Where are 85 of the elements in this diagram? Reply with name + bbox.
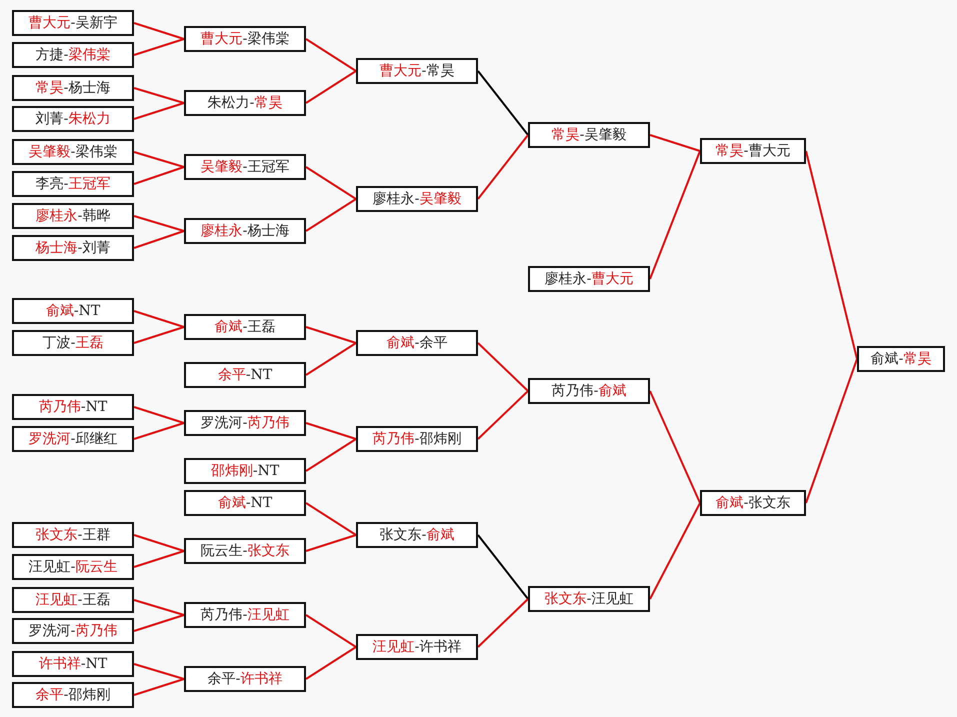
connector-line <box>477 598 529 648</box>
connector-line <box>134 166 184 185</box>
connector-line <box>650 134 700 152</box>
connector-line <box>477 70 529 136</box>
connector-line <box>305 166 357 200</box>
connector-line <box>649 502 701 600</box>
match-box: 曹大元-吴新宇 <box>12 10 134 36</box>
match-box: 杨士海-刘菁 <box>12 235 134 261</box>
match-box: 芮乃伟-汪见虹 <box>184 602 306 628</box>
connector-line <box>134 310 184 328</box>
connector-line <box>477 390 529 440</box>
match-box: 汪见虹-王磊 <box>12 587 134 613</box>
connector-line <box>305 38 357 72</box>
connector-line <box>649 390 701 504</box>
match-box: 芮乃伟-NT <box>12 394 134 420</box>
connector-line <box>134 230 184 249</box>
match-box: 廖桂永-杨士海 <box>184 218 306 244</box>
connector-line <box>305 438 357 472</box>
match-box: 余平-许书祥 <box>184 666 306 692</box>
match-box: 许书祥-NT <box>12 651 134 677</box>
connector-line <box>134 406 184 424</box>
connector-line <box>134 663 184 680</box>
connector-line <box>305 70 357 104</box>
match-box: 俞斌-王磊 <box>184 314 306 340</box>
match-box: 常昊-吴肇毅 <box>528 122 650 148</box>
connector-line <box>805 358 858 504</box>
match-box: 阮云生-张文东 <box>184 538 306 564</box>
connector-line <box>134 614 184 632</box>
connector-line <box>306 422 356 440</box>
match-box: 邵炜刚-NT <box>184 458 306 484</box>
match-box: 罗洗河-芮乃伟 <box>184 410 306 436</box>
match-box: 俞斌-常昊 <box>857 346 945 372</box>
match-box: 廖桂永-吴肇毅 <box>356 186 478 212</box>
match-box: 俞斌-NT <box>12 298 134 324</box>
connector-line <box>134 87 184 104</box>
connector-line <box>477 534 529 600</box>
match-box: 张文东-汪见虹 <box>528 586 650 612</box>
connector-line <box>305 614 357 648</box>
match-box: 俞斌-张文东 <box>700 490 806 516</box>
connector-line <box>477 342 529 392</box>
match-box: 张文东-俞斌 <box>356 522 478 548</box>
match-box: 汪见虹-阮云生 <box>12 554 134 580</box>
match-box: 余平-NT <box>184 362 306 388</box>
match-box: 俞斌-NT <box>184 490 306 516</box>
connector-line <box>134 102 184 120</box>
connector-line <box>134 599 184 616</box>
connector-line <box>134 151 184 168</box>
match-box: 常昊-曹大元 <box>700 138 806 164</box>
match-box: 罗洗河-邱继红 <box>12 426 134 452</box>
connector-line <box>306 326 356 344</box>
match-box: 常昊-杨士海 <box>12 75 134 101</box>
connector-line <box>134 22 184 40</box>
match-box: 廖桂永-曹大元 <box>528 266 650 292</box>
connector-line <box>305 342 357 376</box>
connector-line <box>134 550 184 568</box>
connector-line <box>649 150 701 280</box>
match-box: 方捷-梁伟棠 <box>12 42 134 68</box>
match-box: 芮乃伟-俞斌 <box>528 378 650 404</box>
match-box: 曹大元-常昊 <box>356 58 478 84</box>
match-box: 李亮-王冠军 <box>12 171 134 197</box>
connector-line <box>134 422 184 440</box>
match-box: 芮乃伟-邵炜刚 <box>356 426 478 452</box>
match-box: 丁波-王磊 <box>12 330 134 356</box>
connector-line <box>305 198 357 232</box>
match-box: 朱松力-常昊 <box>184 90 306 116</box>
match-box: 俞斌-余平 <box>356 330 478 356</box>
match-box: 刘菁-朱松力 <box>12 106 134 132</box>
match-box: 汪见虹-许书祥 <box>356 634 478 660</box>
connector-line <box>134 38 184 56</box>
connector-line <box>305 502 357 536</box>
match-box: 曹大元-梁伟棠 <box>184 26 306 52</box>
connector-line <box>477 134 529 200</box>
match-box: 余平-邵炜刚 <box>12 682 134 708</box>
connector-line <box>134 326 184 344</box>
connector-line <box>134 534 184 552</box>
match-box: 罗洗河-芮乃伟 <box>12 618 134 644</box>
match-box: 廖桂永-韩晔 <box>12 203 134 229</box>
connector-line <box>134 215 184 232</box>
connector-line <box>134 678 184 696</box>
match-box: 吴肇毅-王冠军 <box>184 154 306 180</box>
connector-line <box>306 534 356 552</box>
match-box: 吴肇毅-梁伟棠 <box>12 139 134 165</box>
connector-line <box>305 646 357 680</box>
connector-line <box>805 150 858 360</box>
match-box: 张文东-王群 <box>12 522 134 548</box>
